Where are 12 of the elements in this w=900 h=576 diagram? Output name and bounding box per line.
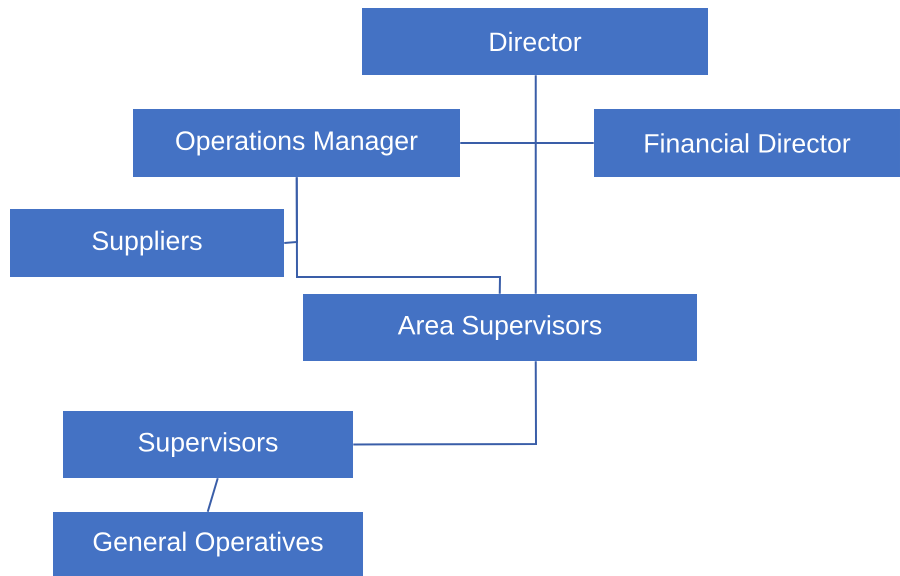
org-box: Operations Manager [133, 109, 460, 177]
org-box: Director [362, 8, 708, 75]
org-box: Suppliers [10, 209, 284, 277]
connector-line [353, 361, 537, 446]
org-box: Area Supervisors [303, 294, 697, 361]
connector-line [534, 75, 537, 294]
connector-line [206, 478, 219, 512]
org-box: General Operatives [53, 512, 363, 576]
org-box: Financial Director [594, 109, 900, 177]
org-box: Supervisors [63, 411, 353, 478]
connector-line [460, 142, 594, 144]
connector-line [284, 177, 298, 244]
